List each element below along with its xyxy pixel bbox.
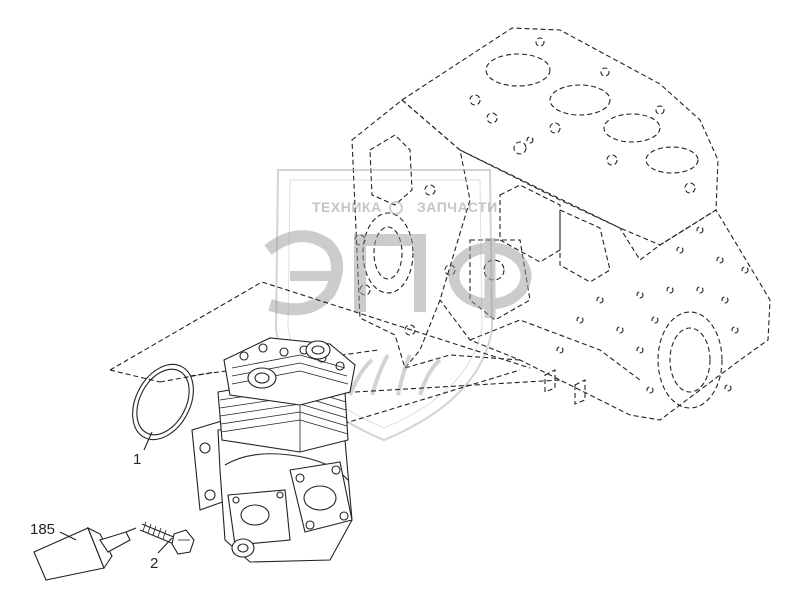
gear-icon: [389, 201, 403, 215]
leader-1: [143, 431, 153, 451]
callout-part-1: 1: [133, 451, 142, 468]
air-compressor: [191, 337, 356, 563]
callout-part-2: 2: [150, 555, 159, 572]
sealant-tube: [33, 526, 137, 581]
watermark-text-left: ТЕХНИКА: [312, 199, 382, 215]
o-ring: [132, 363, 194, 441]
watermark-logo: [264, 230, 532, 396]
bolt: [139, 521, 195, 555]
assembly-lines: [109, 281, 561, 441]
callout-part-185: 185: [30, 521, 56, 538]
leader-2: [157, 537, 173, 554]
leader-185: [59, 531, 77, 541]
watermark-text-right: ЗАПЧАСТИ: [417, 199, 498, 215]
engine-block: [351, 27, 771, 421]
